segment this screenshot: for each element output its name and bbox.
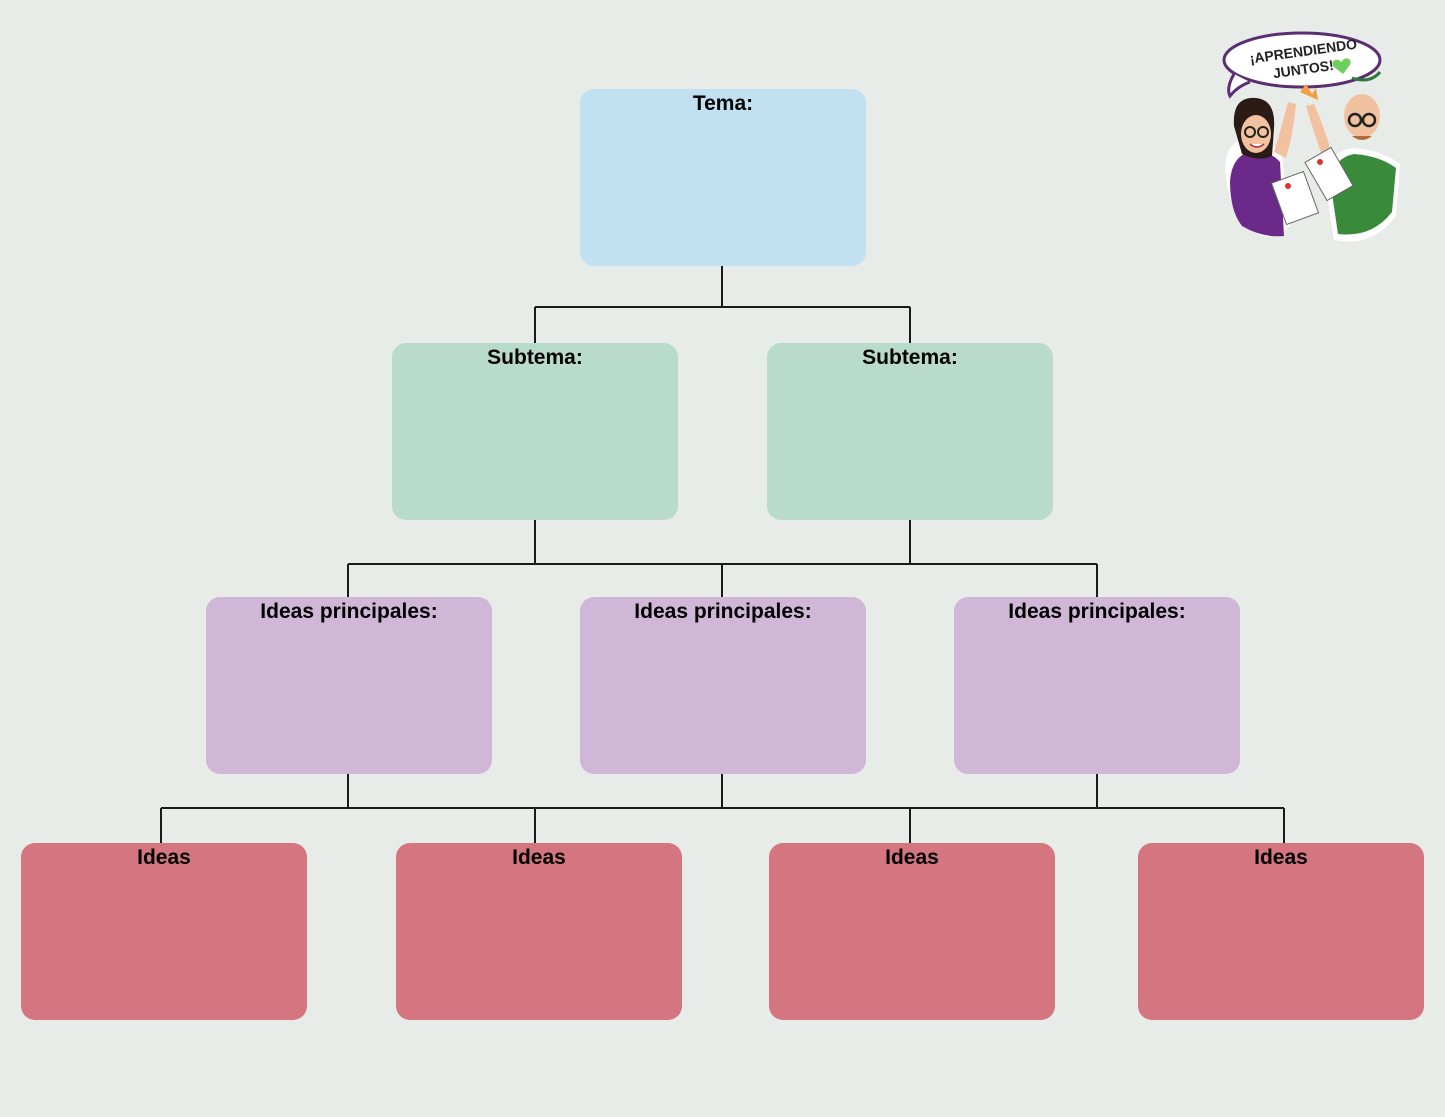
green-heart-icon [1332, 58, 1351, 74]
ideas-principales-label: Ideas principales: [1008, 600, 1186, 623]
aprendiendo-juntos-logo: ¡APRENDIENDO JUNTOS! [1222, 31, 1400, 242]
worksheet-papers-illustration [1270, 146, 1354, 226]
ideas-box[interactable]: Ideas [396, 843, 682, 1020]
ideas-box[interactable]: Ideas [769, 843, 1055, 1020]
ideas-label: Ideas [1254, 846, 1308, 869]
subtema-box[interactable]: Subtema: [767, 343, 1053, 520]
ideas-box[interactable]: Ideas [21, 843, 307, 1020]
ideas-principales-box[interactable]: Ideas principales: [206, 597, 492, 774]
woman-teacher-illustration [1225, 97, 1296, 237]
ideas-label: Ideas [885, 846, 939, 869]
subtema-box[interactable]: Subtema: [392, 343, 678, 520]
tema-label: Tema: [692, 92, 754, 115]
connector-tema-subtemas [534, 266, 911, 343]
ideas-principales-box[interactable]: Ideas principales: [954, 597, 1240, 774]
connector-ideas-principales-ideas [160, 773, 1285, 843]
speech-bubble: ¡APRENDIENDO JUNTOS! [1222, 31, 1382, 99]
ideas-label: Ideas [512, 846, 566, 869]
connector-subtemas-ideas-principales [347, 520, 1098, 597]
subtema-label: Subtema: [487, 346, 583, 369]
ideas-principales-label: Ideas principales: [260, 600, 438, 623]
ideas-principales-box[interactable]: Ideas principales: [580, 597, 866, 774]
ideas-principales-label: Ideas principales: [634, 600, 812, 623]
ideas-label: Ideas [137, 846, 191, 869]
subtema-label: Subtema: [862, 346, 958, 369]
ideas-box[interactable]: Ideas [1138, 843, 1424, 1020]
tema-box[interactable]: Tema: [580, 89, 866, 266]
